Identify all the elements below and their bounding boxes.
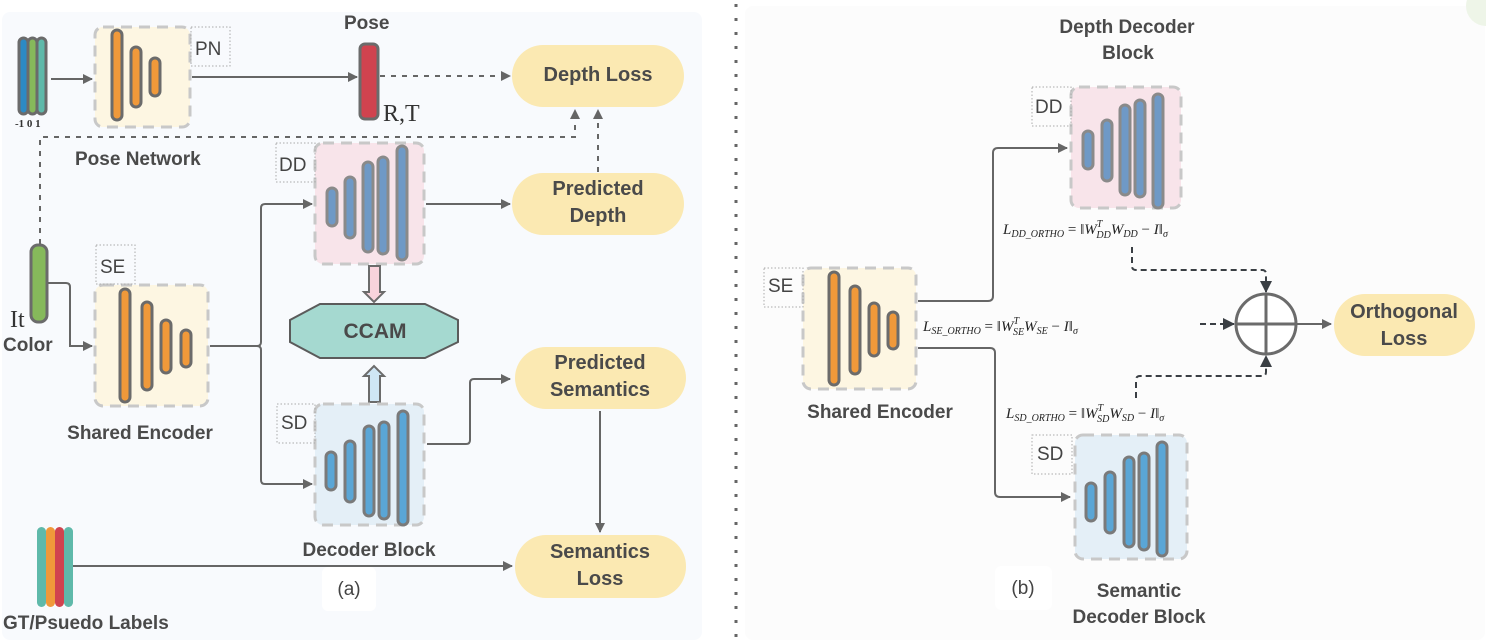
se-tag-box — [95, 244, 136, 285]
pose-network-label: Pose Network — [75, 149, 201, 170]
caption-a: (a) — [337, 579, 360, 600]
predicted-depth-node — [512, 173, 684, 235]
corner-decoration — [1466, 0, 1486, 26]
semantic-decoder-layers-icon — [324, 409, 410, 527]
dd-tag: DD — [279, 155, 306, 176]
b-sd-tag-box — [1031, 434, 1073, 475]
predicted-depth-line1: Predicted — [552, 178, 643, 200]
color-input-icon — [29, 243, 49, 324]
b-arrow-encoder-to-sd — [918, 347, 1071, 502]
orthogonal-loss-node — [1334, 294, 1475, 356]
gt-labels-label: GT/Psuedo Labels — [3, 613, 169, 634]
b-dd-tag-box — [1031, 86, 1072, 127]
predicted-semantics-line2: Semantics — [550, 379, 650, 401]
orthogonal-loss-line2: Loss — [1381, 328, 1428, 350]
caption-b: (b) — [1011, 578, 1034, 599]
semantic-decoder-title-line2: Decoder Block — [1072, 607, 1205, 628]
pose-network-layers-icon — [110, 28, 162, 122]
b-semantic-decoder-layers-icon — [1084, 440, 1169, 558]
ccam-node — [289, 303, 459, 359]
semantics-loss-line1: Semantics — [550, 541, 650, 563]
gt-labels-icon — [37, 527, 73, 607]
depth-loss-label: Depth Loss — [544, 64, 653, 86]
se-tag: SE — [100, 257, 125, 278]
ccam-label: CCAM — [344, 320, 407, 343]
depth-loss-node — [512, 45, 684, 107]
panel-b-background — [745, 6, 1485, 640]
input-frames-ticks: -1 0 1 — [15, 118, 41, 130]
pose-rt-label: R,T — [383, 101, 420, 127]
arrow-sd-to-ccam — [361, 364, 387, 403]
predicted-depth-line2: Depth — [570, 205, 627, 227]
dashed-sd-to-sum — [1135, 355, 1272, 398]
sd-tag-box — [276, 403, 316, 444]
shared-encoder-label: Shared Encoder — [67, 423, 213, 444]
pn-tag-box — [190, 26, 231, 67]
b-sd-tag: SD — [1037, 444, 1063, 465]
b-dd-tag: DD — [1035, 97, 1062, 118]
dashed-color-to-depth-loss — [39, 109, 580, 244]
depth-decoder-title-line1: Depth Decoder — [1059, 17, 1195, 38]
b-se-tag-box — [763, 267, 804, 308]
shared-encoder-layers-icon — [118, 287, 193, 404]
caption-b-box — [995, 566, 1052, 610]
semantics-loss-node — [515, 535, 686, 598]
arrow-dd-to-ccam — [361, 265, 387, 304]
dashed-dd-to-sum — [1131, 247, 1272, 293]
color-input-label: Color — [3, 335, 53, 356]
input-frames-icon — [17, 36, 48, 116]
semantics-loss-line2: Loss — [577, 568, 624, 590]
semantic-decoder-title-line1: Semantic — [1097, 581, 1182, 602]
pn-tag: PN — [195, 39, 221, 60]
sum-operator-icon — [1234, 292, 1298, 356]
arrow-sd-to-predicted-semantics — [427, 374, 511, 445]
b-arrow-encoder-to-dd — [918, 143, 1068, 302]
arrow-encoder-to-sd — [256, 345, 313, 489]
pose-label: Pose — [344, 13, 389, 34]
b-se-tag: SE — [768, 276, 793, 297]
b-shared-encoder-layers-icon — [827, 270, 900, 387]
color-input-sub: It — [10, 307, 25, 333]
dd-tag-box — [275, 142, 316, 183]
sd-tag: SD — [281, 413, 307, 434]
b-depth-decoder-layers-icon — [1081, 92, 1165, 210]
b-shared-encoder-label: Shared Encoder — [807, 402, 953, 423]
predicted-semantics-node — [515, 347, 686, 409]
decoder-block-label: Decoder Block — [302, 540, 435, 561]
orthogonal-loss-line1: Orthogonal — [1350, 301, 1458, 323]
pose-vector-icon — [358, 42, 380, 121]
depth-decoder-title-line2: Block — [1102, 43, 1154, 64]
depth-decoder-layers-icon — [325, 144, 409, 262]
caption-a-box — [322, 567, 376, 611]
arrow-color-to-encoder — [48, 282, 93, 351]
predicted-semantics-line1: Predicted — [554, 352, 645, 374]
